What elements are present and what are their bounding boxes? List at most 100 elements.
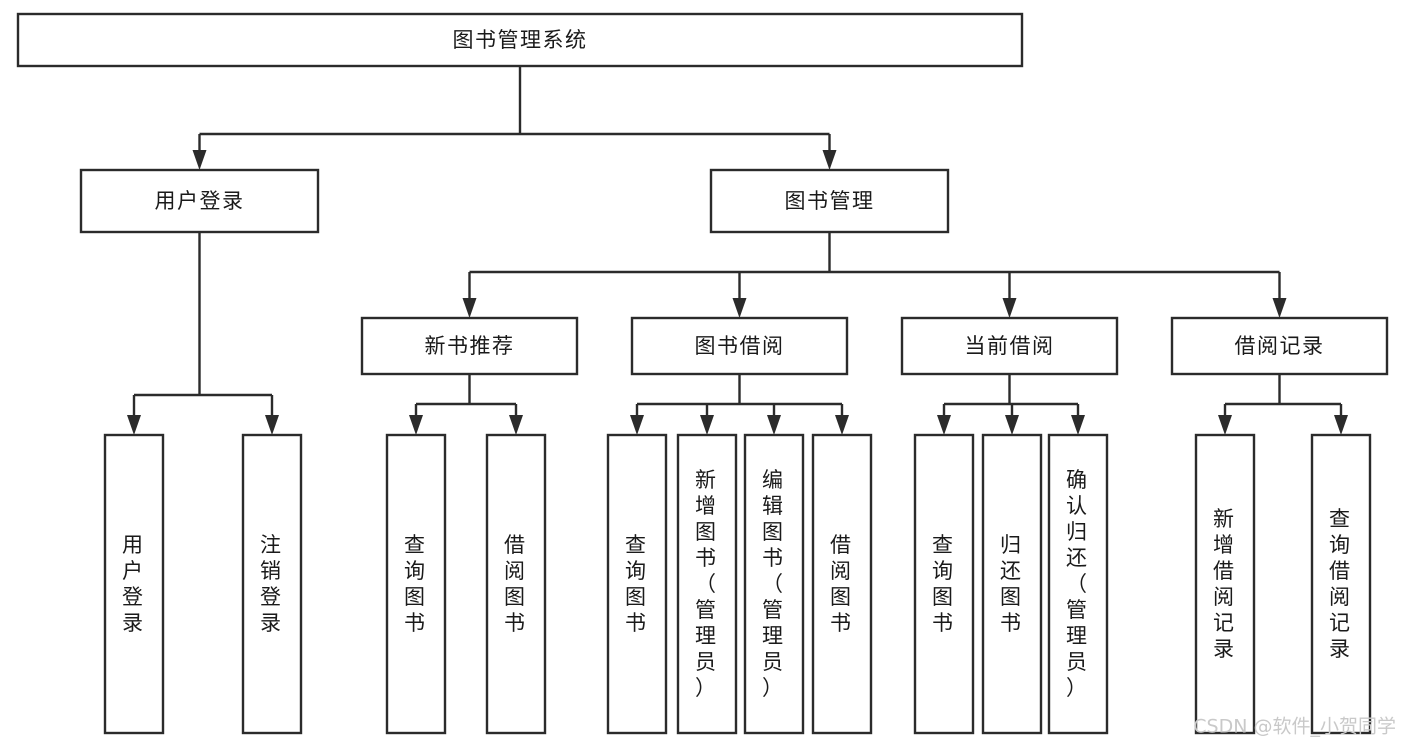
node-label-char: 管 xyxy=(1066,598,1090,622)
arrow-head-icon xyxy=(127,415,141,435)
node-box[interactable] xyxy=(811,433,873,735)
node-label-char: 阅 xyxy=(504,559,528,583)
node-label-char: ） xyxy=(695,676,719,700)
node-label-char: 登 xyxy=(122,585,146,609)
node-level2-book-manage[interactable]: 图书管理 xyxy=(709,168,950,234)
arrow-head-icon xyxy=(265,415,279,435)
node-label: 新书推荐 xyxy=(425,334,515,358)
node-label-char: 书 xyxy=(762,546,786,570)
node-label-char: 录 xyxy=(122,611,146,635)
node-label: 借阅记录 xyxy=(1235,334,1325,358)
node-box[interactable] xyxy=(16,12,1024,68)
node-label: 当前借阅 xyxy=(965,334,1055,358)
nodes-layer: 图书管理系统用户登录图书管理新书推荐图书借阅当前借阅借阅记录用户登录注销登录查询… xyxy=(16,12,1389,735)
node-label-char: 书 xyxy=(1000,611,1024,635)
node-label-char: 借 xyxy=(504,533,528,557)
node-label-char: ） xyxy=(1066,676,1090,700)
arrow-head-icon xyxy=(409,415,423,435)
node-label-char: 录 xyxy=(1213,637,1237,661)
node-box[interactable] xyxy=(1194,433,1256,735)
arrow-head-icon xyxy=(1218,415,1232,435)
arrow-head-icon xyxy=(835,415,849,435)
node-box[interactable] xyxy=(79,168,320,234)
arrow-head-icon xyxy=(732,298,747,318)
arrow-head-icon xyxy=(462,298,477,318)
node-label-char: （ xyxy=(762,572,786,596)
node-level3-book-borrow[interactable]: 图书借阅 xyxy=(630,316,849,376)
node-label-char: 查 xyxy=(1329,507,1353,531)
node-label-char: 记 xyxy=(1213,611,1237,635)
node-root-root[interactable]: 图书管理系统 xyxy=(16,12,1024,68)
node-box[interactable] xyxy=(743,433,805,735)
node-box[interactable] xyxy=(900,316,1119,376)
node-label-char: 借 xyxy=(1213,559,1237,583)
node-label-char: 销 xyxy=(260,559,284,583)
node-label-char: 阅 xyxy=(1329,585,1353,609)
node-label-char: 阅 xyxy=(830,559,854,583)
node-label-char: 书 xyxy=(404,611,428,635)
node-label-char: 询 xyxy=(932,559,956,583)
arrow-head-icon xyxy=(822,150,837,170)
node-label-char: 图 xyxy=(830,585,854,609)
node-box[interactable] xyxy=(1047,433,1109,735)
node-box[interactable] xyxy=(606,433,668,735)
node-label-char: 书 xyxy=(625,611,649,635)
node-label-char: 归 xyxy=(1066,520,1090,544)
arrow-head-icon xyxy=(1071,415,1085,435)
node-label-char: 员 xyxy=(762,650,786,674)
node-label-char: 查 xyxy=(404,533,428,557)
node-box[interactable] xyxy=(360,316,579,376)
node-label-char: 认 xyxy=(1066,494,1090,518)
node-label-char: 录 xyxy=(1329,637,1353,661)
node-level2-user-login[interactable]: 用户登录 xyxy=(79,168,320,234)
node-label-char: 员 xyxy=(695,650,719,674)
node-label: 图书管理 xyxy=(785,189,875,213)
node-label-char: 登 xyxy=(260,585,284,609)
node-level3-borrow-record[interactable]: 借阅记录 xyxy=(1170,316,1389,376)
node-label-char: 借 xyxy=(1329,559,1353,583)
node-box[interactable] xyxy=(981,433,1043,735)
node-box[interactable] xyxy=(676,433,738,735)
node-label-char: 辑 xyxy=(762,494,786,518)
node-label: 用户登录 xyxy=(155,189,245,213)
node-label-char: 管 xyxy=(695,598,719,622)
node-label-char: 员 xyxy=(1066,650,1090,674)
arrow-head-icon xyxy=(509,415,523,435)
node-label-char: 记 xyxy=(1329,611,1353,635)
node-label-char: 确 xyxy=(1066,468,1090,492)
node-label-char: 图 xyxy=(404,585,428,609)
node-box[interactable] xyxy=(241,433,303,735)
node-label-char: 户 xyxy=(122,559,146,583)
node-box[interactable] xyxy=(1170,316,1389,376)
node-box[interactable] xyxy=(913,433,975,735)
node-label-char: 图 xyxy=(1000,585,1024,609)
node-label-char: 书 xyxy=(932,611,956,635)
node-box[interactable] xyxy=(1310,433,1372,735)
node-box[interactable] xyxy=(103,433,165,735)
node-box[interactable] xyxy=(630,316,849,376)
node-leaf-leaf-user-login[interactable]: 用户登录 xyxy=(103,433,165,735)
node-level3-new-book-recommend[interactable]: 新书推荐 xyxy=(360,316,579,376)
node-label-char: 图 xyxy=(762,520,786,544)
arrow-head-icon xyxy=(1272,298,1287,318)
arrow-head-icon xyxy=(937,415,951,435)
node-label-char: 图 xyxy=(932,585,956,609)
node-box[interactable] xyxy=(385,433,447,735)
node-label-char: 录 xyxy=(260,611,284,635)
node-box[interactable] xyxy=(485,433,547,735)
node-label-char: 询 xyxy=(1329,533,1353,557)
node-level3-current-borrow[interactable]: 当前借阅 xyxy=(900,316,1119,376)
node-box[interactable] xyxy=(709,168,950,234)
